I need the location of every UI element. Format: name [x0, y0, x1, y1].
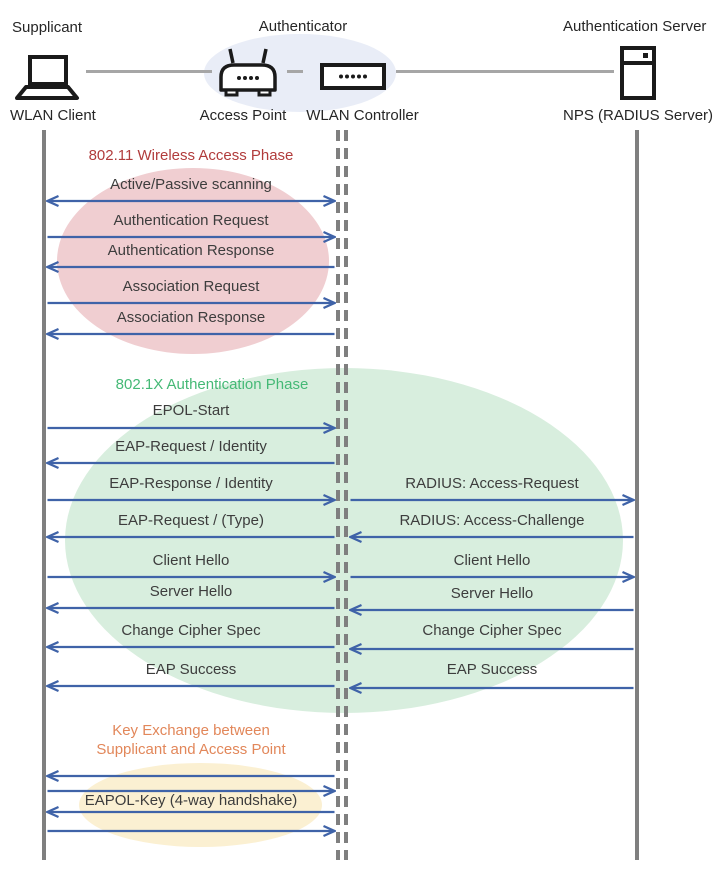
supplicant-role-label: Supplicant — [12, 19, 83, 36]
message-label: Server Hello — [450, 585, 534, 602]
message-arrow — [44, 194, 338, 208]
message-label: Authentication Response — [107, 242, 275, 259]
phase-3-title-line2: Supplicant and Access Point — [96, 741, 286, 758]
message-arrow — [347, 603, 635, 617]
message-label: EAPOL-Key (4-way handshake) — [84, 792, 298, 809]
message-arrow — [44, 456, 336, 470]
message-arrow — [44, 805, 336, 819]
message-arrow — [46, 493, 338, 507]
authenticator-role-label: Authenticator — [258, 18, 348, 35]
controller-lifeline-left — [336, 130, 340, 860]
controller-lifeline-right — [344, 130, 348, 860]
message-label: Change Cipher Spec — [422, 622, 562, 639]
message-label: EAP Success — [446, 661, 538, 678]
server-icon — [620, 46, 656, 105]
message-label: Authentication Request — [113, 212, 269, 229]
wlan-controller-label: WLAN Controller — [306, 107, 419, 124]
message-arrow — [46, 230, 338, 244]
message-arrow — [46, 421, 338, 435]
message-arrow — [46, 570, 338, 584]
message-label: Client Hello — [453, 552, 531, 569]
message-arrow — [44, 601, 336, 615]
message-arrow — [347, 530, 635, 544]
message-arrow — [349, 570, 637, 584]
message-label: Active/Passive scanning — [110, 176, 272, 193]
message-arrow — [46, 824, 338, 838]
message-label: Server Hello — [149, 583, 233, 600]
message-label: Change Cipher Spec — [121, 622, 261, 639]
wireless-phase-ellipse — [57, 168, 329, 354]
message-label: RADIUS: Access-Request — [405, 475, 579, 492]
message-arrow — [347, 642, 635, 656]
message-label: Association Response — [116, 309, 266, 326]
link-supplicant-ap — [86, 70, 212, 73]
access-point-icon — [217, 46, 279, 105]
supplicant-lifeline — [42, 130, 46, 860]
nps-radius-server-label: NPS (RADIUS Server) — [563, 107, 713, 124]
message-arrow — [44, 640, 336, 654]
link-ap-controller — [287, 70, 303, 73]
message-arrow — [44, 530, 336, 544]
wlan-controller-icon — [320, 63, 386, 95]
phase-2-title: 802.1X Authentication Phase — [115, 376, 309, 393]
link-controller-server — [396, 70, 614, 73]
laptop-icon — [14, 54, 80, 107]
message-arrow — [44, 679, 336, 693]
message-label: Client Hello — [152, 552, 230, 569]
wlan-client-label: WLAN Client — [10, 107, 96, 124]
message-arrow — [46, 784, 338, 798]
message-label: Association Request — [122, 278, 260, 295]
auth-server-role-label: Authentication Server — [563, 18, 707, 35]
server-lifeline — [635, 130, 639, 860]
access-point-label: Access Point — [199, 107, 287, 124]
message-label: RADIUS: Access-Challenge — [399, 512, 585, 529]
message-arrow — [44, 260, 336, 274]
message-arrow — [44, 769, 336, 783]
message-arrow — [347, 681, 635, 695]
message-label: EPOL-Start — [152, 402, 230, 419]
message-label: EAP Success — [145, 661, 237, 678]
message-label: EAP-Response / Identity — [109, 475, 273, 492]
message-arrow — [46, 296, 338, 310]
phase-3-title: Key Exchange between Supplicant and Acce… — [46, 721, 336, 759]
message-label: EAP-Request / Identity — [115, 438, 267, 455]
message-arrow — [349, 493, 637, 507]
message-arrow — [44, 327, 336, 341]
phase-1-title: 802.11 Wireless Access Phase — [88, 147, 294, 164]
message-label: EAP-Request / (Type) — [118, 512, 264, 529]
phase-3-title-line1: Key Exchange between — [112, 722, 270, 739]
